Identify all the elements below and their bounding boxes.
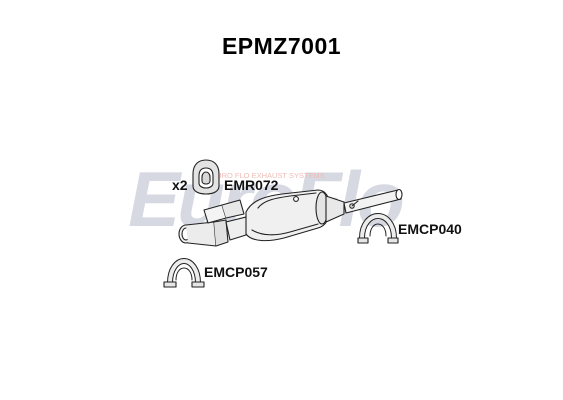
pipe-clamp-icon bbox=[163, 258, 205, 288]
part-quantity: x2 bbox=[172, 177, 188, 193]
part-label-clamp-right: EMCP040 bbox=[398, 221, 462, 237]
watermark-tagline: EURO FLO EXHAUST SYSTEMS bbox=[211, 171, 325, 180]
page-title: EPMZ7001 bbox=[221, 33, 342, 59]
catalytic-converter-icon bbox=[178, 188, 403, 247]
rubber-mount-icon bbox=[192, 159, 220, 195]
pipe-clamp-icon bbox=[357, 213, 399, 244]
part-label-mount: EMR072 bbox=[224, 177, 279, 193]
part-label-clamp-left: EMCP057 bbox=[204, 264, 268, 280]
